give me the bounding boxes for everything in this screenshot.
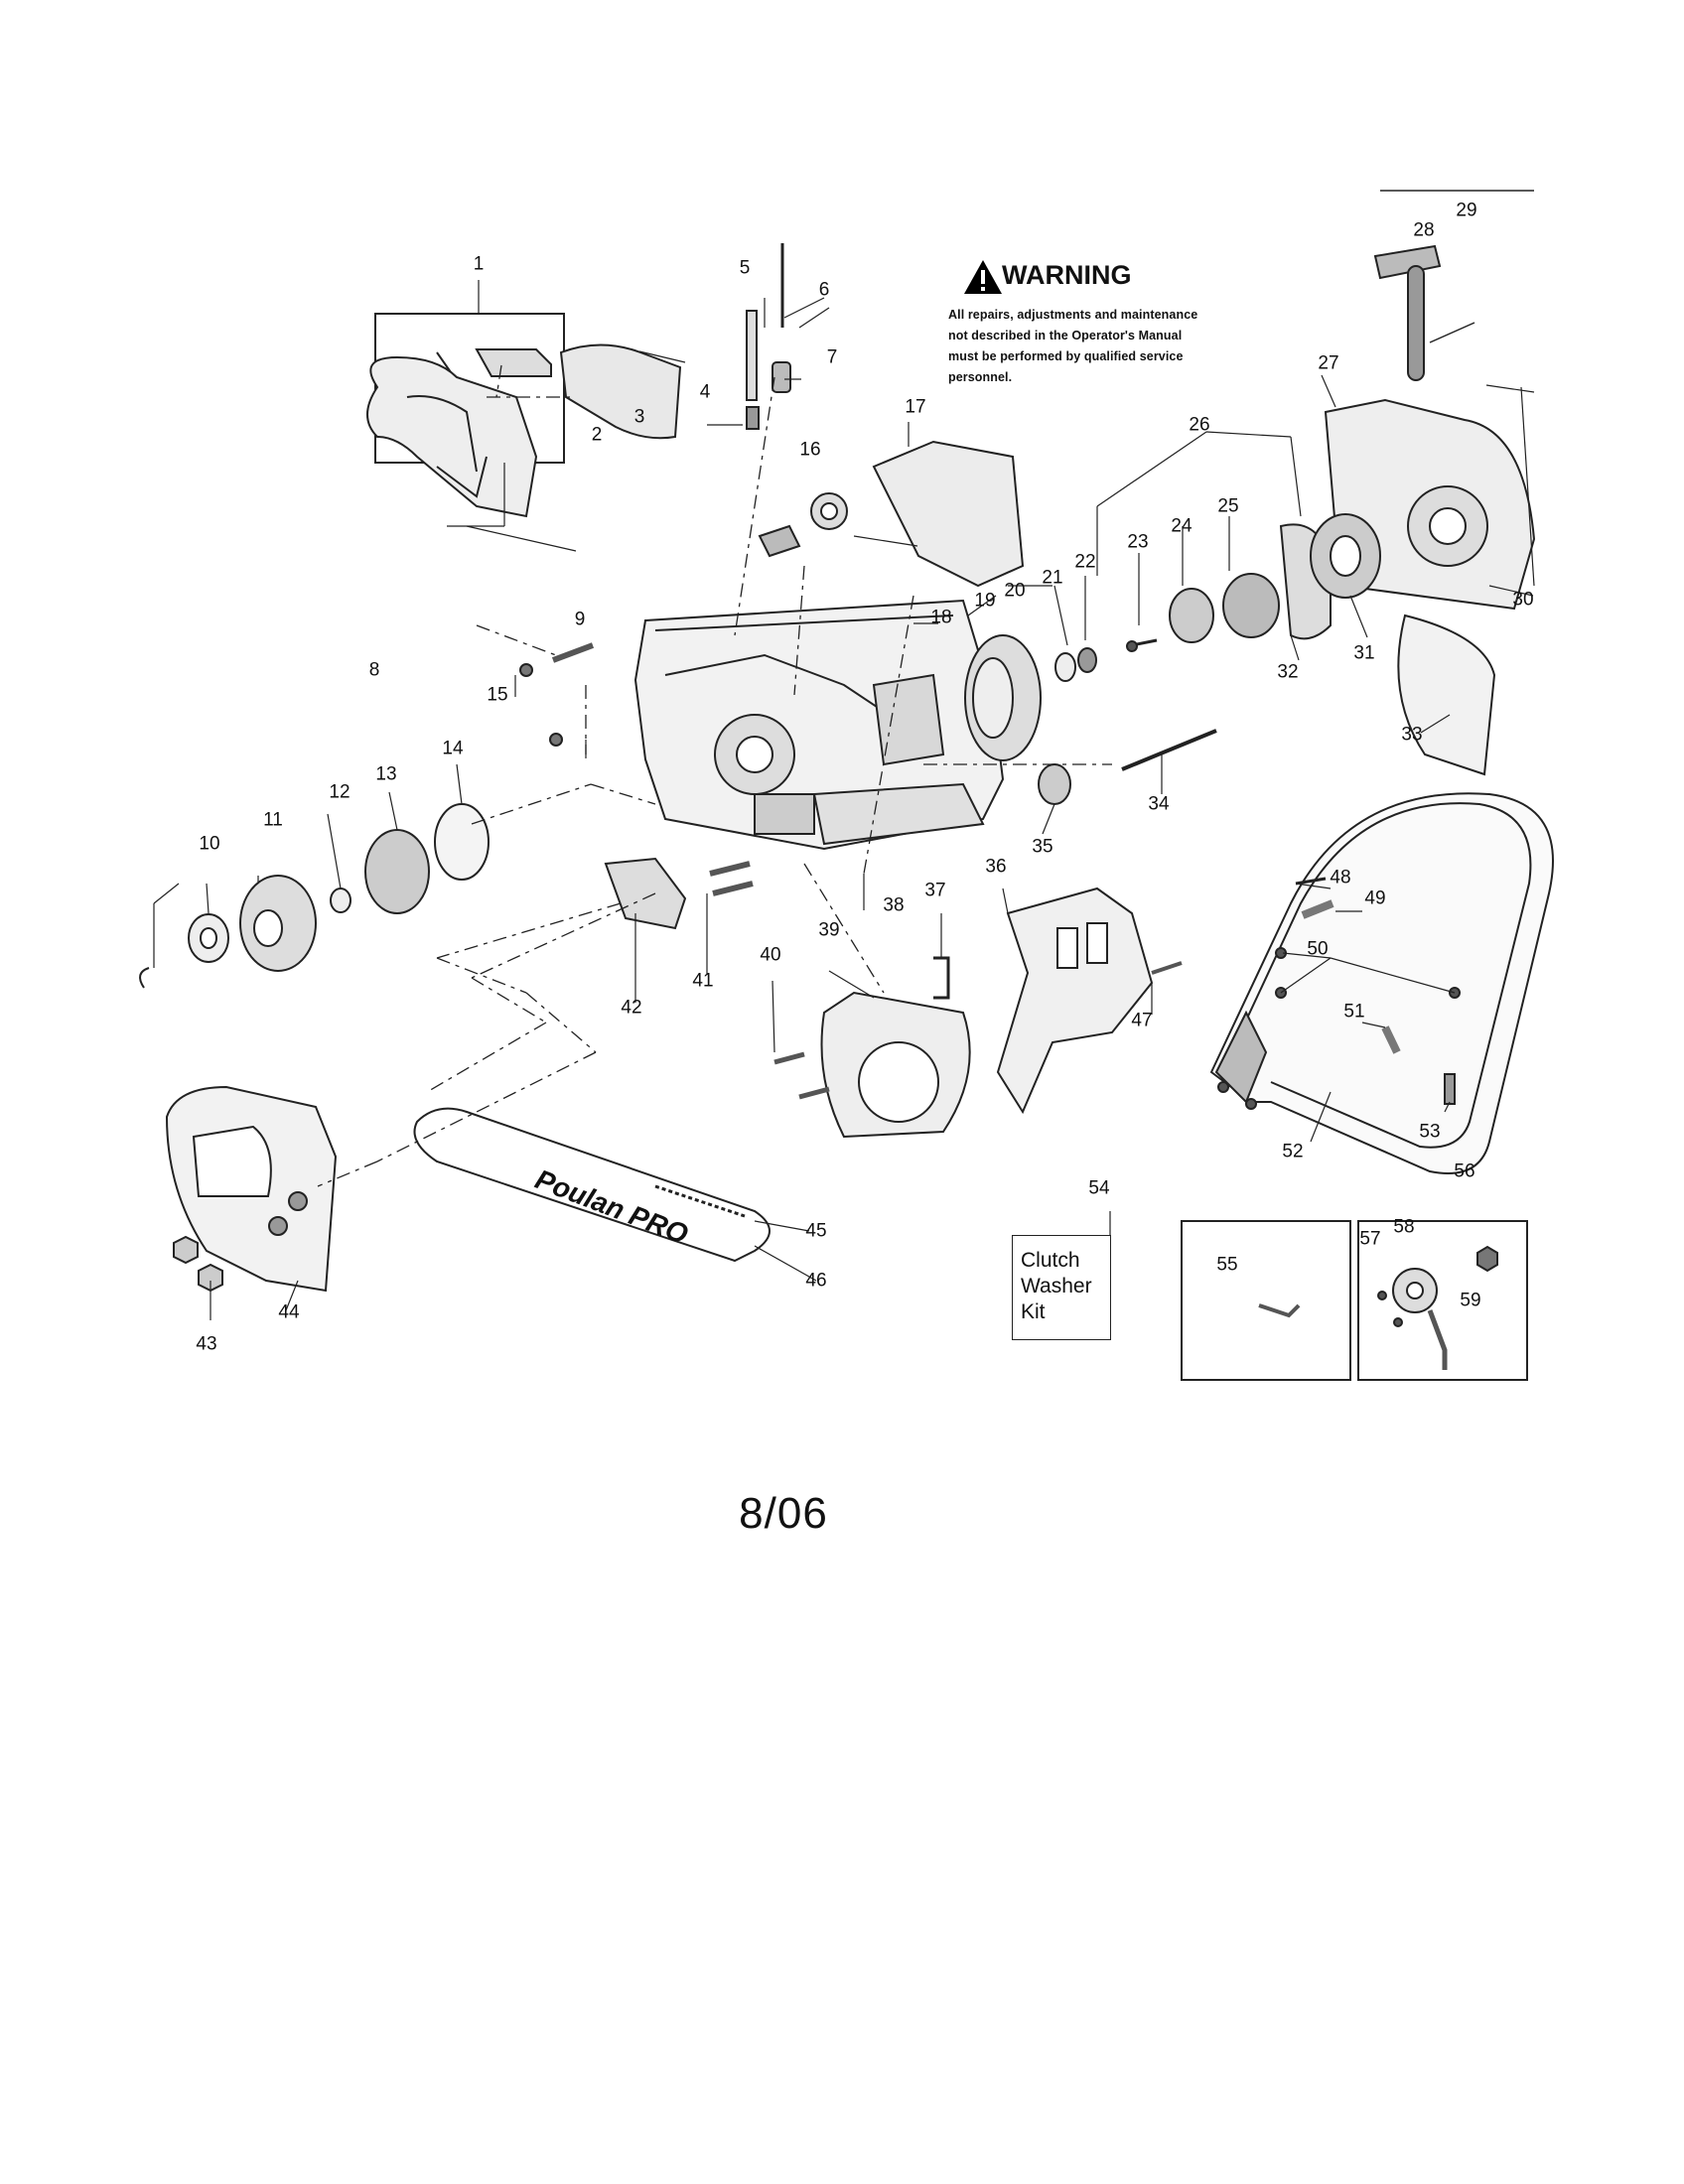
kit-line: Clutch: [1021, 1249, 1080, 1272]
part-number: 29: [1456, 200, 1477, 221]
part-number: 31: [1353, 642, 1375, 664]
part-number: 47: [1131, 1010, 1153, 1031]
part-number: 10: [199, 833, 220, 855]
part-number: 57: [1359, 1228, 1381, 1250]
part-42-plate: [604, 857, 687, 930]
part-number: 54: [1088, 1177, 1110, 1199]
part-number: 4: [699, 381, 711, 403]
part-number: 46: [805, 1270, 827, 1292]
part-number: 11: [263, 809, 283, 831]
part-46-guide-bar: [413, 1107, 771, 1263]
part-number: 55: [1216, 1254, 1238, 1276]
part-number: 32: [1277, 661, 1299, 683]
part-number: 43: [196, 1333, 217, 1355]
part-number: 3: [633, 406, 645, 428]
kit-line: Washer: [1021, 1275, 1092, 1297]
part-19-flywheel: [964, 634, 1042, 761]
part-36-hand-guard: [996, 887, 1154, 1115]
part-number: 14: [442, 738, 464, 759]
part-number: 58: [1393, 1216, 1415, 1238]
warning-title: WARNING: [1002, 260, 1132, 290]
part-33-cover: [1397, 614, 1496, 776]
part-52-front-handle: [1209, 792, 1554, 1174]
part-number: 22: [1074, 551, 1096, 573]
part-number: 56: [1454, 1160, 1475, 1182]
part-number: 49: [1364, 887, 1386, 909]
part-number: 37: [924, 880, 946, 901]
part-number: 52: [1282, 1141, 1304, 1162]
part-number: 17: [905, 396, 926, 418]
part-number: 23: [1127, 531, 1149, 553]
kit-line: Kit: [1021, 1300, 1046, 1323]
warning-line: All repairs, adjustments and maintenance: [948, 308, 1198, 322]
date-code: 8/06: [739, 1489, 828, 1538]
part-number: 39: [818, 919, 840, 941]
part-number: 26: [1189, 414, 1210, 436]
part-number: 28: [1413, 219, 1435, 241]
part-number: 45: [805, 1220, 827, 1242]
warning-line: must be performed by qualified service: [948, 349, 1184, 363]
clutch-washer-kit-box: Clutch Washer Kit: [1012, 1235, 1111, 1340]
part-2-cover: [559, 343, 682, 440]
part-number: 33: [1401, 724, 1423, 746]
part-number: 24: [1171, 515, 1193, 537]
part-8-rear-handle: [366, 355, 538, 518]
main-housing: [633, 599, 1005, 851]
part-number: 5: [739, 257, 751, 279]
part-16-carb: [758, 492, 848, 558]
part-number: 21: [1042, 567, 1063, 589]
part-number: 50: [1307, 938, 1329, 960]
part-number: 20: [1004, 580, 1026, 602]
part-number: 12: [329, 781, 351, 803]
warning-line: not described in the Operator's Manual: [948, 329, 1183, 342]
part-number: 53: [1419, 1121, 1441, 1143]
part-number: 59: [1460, 1290, 1481, 1311]
part-number: 36: [985, 856, 1007, 878]
part-number: 51: [1343, 1001, 1365, 1023]
part-number: 1: [473, 253, 485, 275]
part-number: 6: [818, 279, 830, 301]
part-number: 41: [692, 970, 714, 992]
warning-notice: WARNING All repairs, adjustments and mai…: [948, 260, 1266, 388]
part-number: 38: [883, 894, 905, 916]
part-number: 25: [1217, 495, 1239, 517]
part-20-shield: [872, 440, 1025, 588]
part-number: 16: [799, 439, 821, 461]
part-number: 34: [1148, 793, 1170, 815]
part-number: 44: [278, 1301, 300, 1323]
part-number: 48: [1330, 867, 1351, 888]
part-number: 7: [826, 346, 838, 368]
part-number: 35: [1032, 836, 1053, 858]
part-number: 13: [375, 763, 397, 785]
part-number: 27: [1318, 352, 1339, 374]
part-number: 40: [760, 944, 781, 966]
part-number: 18: [930, 607, 952, 628]
part-number: 2: [591, 424, 603, 446]
warning-line: personnel.: [948, 370, 1013, 384]
warning-text: All repairs, adjustments and maintenance…: [948, 305, 1266, 388]
part-number: 30: [1512, 589, 1534, 611]
part-number: 19: [974, 590, 996, 612]
part-number: 42: [621, 997, 642, 1019]
part-number: 8: [368, 659, 380, 681]
part-number: 9: [574, 609, 586, 630]
part-number: 15: [487, 684, 508, 706]
